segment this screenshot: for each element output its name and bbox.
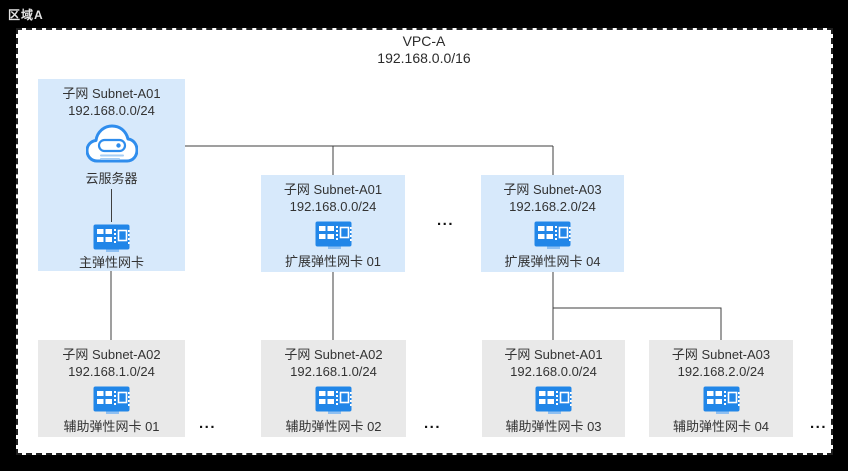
auxiliary-eni-icon <box>535 386 572 415</box>
subnet-title: 子网 Subnet-A01 <box>504 347 603 362</box>
cloud-server-icon <box>85 123 138 171</box>
node-auxiliary-eni-04: 子网 Subnet-A03 192.168.2.0/24 辅助弹性网卡 04 <box>649 340 793 437</box>
extended-eni-icon <box>534 221 571 250</box>
ellipsis-bottom-after-02: ... <box>424 415 442 432</box>
node-cloud-server-subnet: 子网 Subnet-A01 192.168.0.0/24 云服务器 <box>38 79 185 271</box>
subnet-cidr: 192.168.1.0/24 <box>290 364 377 379</box>
auxiliary-eni-label: 辅助弹性网卡 01 <box>63 419 160 434</box>
primary-eni-label: 主弹性网卡 <box>78 255 144 270</box>
subnet-title: 子网 Subnet-A02 <box>62 347 161 362</box>
node-auxiliary-eni-03: 子网 Subnet-A01 192.168.0.0/24 辅助弹性网卡 03 <box>482 340 625 437</box>
primary-eni-icon <box>93 224 130 253</box>
subnet-title: 子网 Subnet-A01 <box>283 182 383 197</box>
server-to-nic-line <box>111 189 112 222</box>
node-auxiliary-eni-01: 子网 Subnet-A02 192.168.1.0/24 辅助弹性网卡 01 <box>38 340 185 437</box>
subnet-title: 子网 Subnet-A03 <box>503 182 602 197</box>
auxiliary-eni-icon <box>93 386 130 415</box>
vpc-name: VPC-A <box>402 33 446 49</box>
extended-eni-label: 扩展弹性网卡 04 <box>504 254 601 269</box>
subnet-cidr: 192.168.0.0/24 <box>510 364 597 379</box>
subnet-cidr: 192.168.1.0/24 <box>68 364 155 379</box>
vpc-title: VPC-A 192.168.0.0/16 <box>0 33 848 67</box>
subnet-title: 子网 Subnet-A01 <box>62 86 161 101</box>
ellipsis-bottom-after-04: ... <box>810 415 828 432</box>
subnet-cidr: 192.168.2.0/24 <box>509 199 596 214</box>
subnet-cidr: 192.168.0.0/24 <box>289 199 377 214</box>
auxiliary-eni-label: 辅助弹性网卡 03 <box>505 419 602 434</box>
extended-eni-label: 扩展弹性网卡 01 <box>284 254 382 269</box>
node-extended-eni-04: 子网 Subnet-A03 192.168.2.0/24 扩展弹性网卡 04 <box>481 175 624 272</box>
region-label: 区域A <box>8 8 44 22</box>
subnet-title: 子网 Subnet-A03 <box>671 347 771 362</box>
cloud-server-label: 云服务器 <box>85 171 138 186</box>
ellipsis-bottom-after-01: ... <box>199 415 217 432</box>
auxiliary-eni-label: 辅助弹性网卡 02 <box>285 419 382 434</box>
subnet-title: 子网 Subnet-A02 <box>284 347 383 362</box>
vpc-cidr: 192.168.0.0/16 <box>377 50 471 66</box>
auxiliary-eni-label: 辅助弹性网卡 04 <box>672 419 770 434</box>
extended-eni-icon <box>315 221 352 250</box>
node-auxiliary-eni-02: 子网 Subnet-A02 192.168.1.0/24 辅助弹性网卡 02 <box>261 340 406 437</box>
node-extended-eni-01: 子网 Subnet-A01 192.168.0.0/24 扩展弹性网卡 01 <box>261 175 405 272</box>
auxiliary-eni-icon <box>703 386 740 415</box>
ellipsis-middle-row: ... <box>437 212 455 229</box>
subnet-cidr: 192.168.0.0/24 <box>68 103 155 118</box>
auxiliary-eni-icon <box>315 386 352 415</box>
subnet-cidr: 192.168.2.0/24 <box>677 364 765 379</box>
